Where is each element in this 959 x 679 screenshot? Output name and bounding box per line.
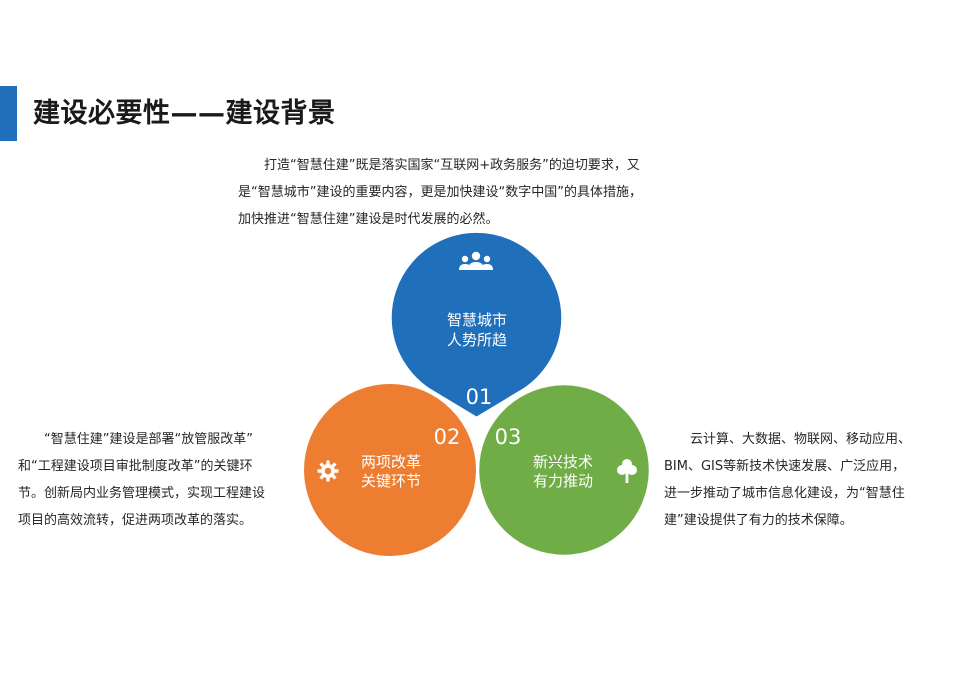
circle-03-label-line1: 新兴技术 [533, 453, 593, 471]
circle-02-label-line1: 两项改革 [361, 453, 421, 471]
intro-line: 加快推进“智慧住建”建设是时代发展的必然。 [238, 212, 499, 227]
circle-03-label-line2: 有力推动 [533, 472, 593, 490]
circle-01-label-line1: 智慧城市 [447, 311, 507, 329]
left-line: 节。创新局内业务管理模式，实现工程建设 [18, 486, 266, 501]
right-line: 建”建设提供了有力的技术保障。 [664, 513, 853, 528]
circle-01-label-line2: 人势所趋 [447, 331, 507, 349]
right-line: 进一步推动了城市信息化建设，为“智慧住 [664, 486, 905, 501]
circle-03-new-tech [478, 384, 650, 556]
intro-line: 是“智慧城市”建设的重要内容，更是加快建设“数字中国”的具体措施， [238, 185, 642, 200]
right-line: BIM、GIS等新技术快速发展、广泛应用， [664, 459, 906, 474]
circle-separator [389, 230, 564, 420]
circle-03-number: 03 [495, 425, 522, 449]
intro-line: 打造“智慧住建”既是落实国家“互联网+政务服务”的迫切要求，又 [238, 158, 640, 173]
left-line: 项目的高效流转，促进两项改革的落实。 [18, 513, 253, 528]
circle-02-two-reforms [304, 384, 476, 556]
left-line: “智慧住建”建设是部署“放管服改革” [18, 432, 253, 447]
title-accent-bar [0, 86, 17, 141]
circle-separator [476, 382, 652, 558]
gear-icon [317, 460, 339, 482]
right-paragraph: 云计算、大数据、物联网、移动应用、 BIM、GIS等新技术快速发展、广泛应用， … [664, 426, 911, 534]
circle-02-number: 02 [434, 425, 461, 449]
circle-01-number: 01 [466, 385, 493, 409]
people-group-icon [459, 251, 493, 270]
intro-paragraph: 打造“智慧住建”既是落实国家“互联网+政务服务”的迫切要求，又 是“智慧城市”建… [238, 152, 642, 233]
circle-01-smart-city [390, 231, 563, 418]
left-paragraph: “智慧住建”建设是部署“放管服改革” 和“工程建设项目审批制度改革”的关键环 节… [18, 426, 265, 534]
right-line: 云计算、大数据、物联网、移动应用、 [664, 432, 912, 447]
circle-02-label-line2: 关键环节 [361, 472, 421, 490]
slide-title: 建设必要性——建设背景 [33, 98, 336, 129]
tree-icon [617, 459, 637, 483]
left-line: 和“工程建设项目审批制度改革”的关键环 [18, 459, 253, 474]
